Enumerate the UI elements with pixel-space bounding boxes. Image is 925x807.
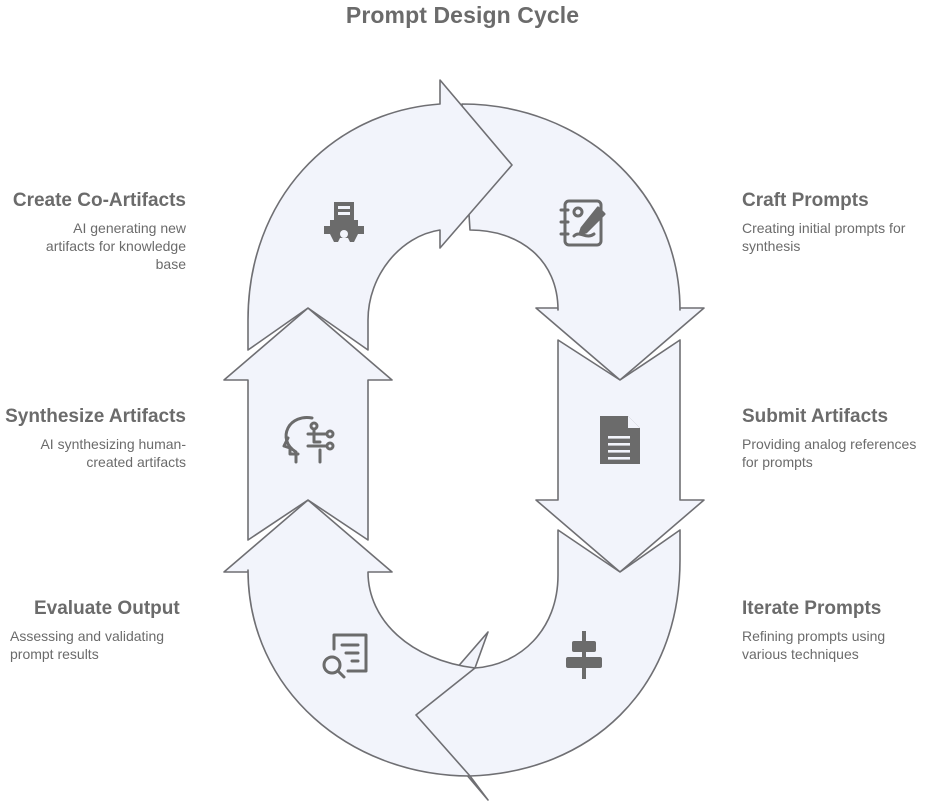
step-title: Submit Artifacts: [742, 406, 889, 427]
step-title: Evaluate Output: [34, 598, 180, 619]
align-center-icon: [566, 631, 602, 679]
document-icon: [600, 416, 640, 464]
step-description: AI synthesizing human-created artifacts: [40, 436, 186, 470]
step-title: Craft Prompts: [742, 190, 869, 211]
step-evaluate-output: Evaluate Output Assessing and validating…: [10, 597, 190, 663]
segment-top-right: [461, 103, 705, 381]
step-description: AI generating new artifacts for knowledg…: [45, 220, 186, 272]
step-synthesize-artifacts: Synthesize Artifacts AI synthesizing hum…: [0, 405, 186, 471]
step-iterate-prompts: Iterate Prompts Refining prompts using v…: [742, 597, 912, 663]
segment-bottom-left: [223, 499, 476, 777]
step-title: Iterate Prompts: [742, 598, 882, 619]
step-description: Assessing and validating prompt results: [10, 628, 165, 662]
step-description: Providing analog references for prompts: [742, 436, 917, 470]
search-document-icon: [322, 633, 368, 679]
step-submit-artifacts: Submit Artifacts Providing analog refere…: [742, 405, 925, 471]
step-create-co-artifacts: Create Co-Artifacts AI generating new ar…: [0, 189, 186, 273]
step-description: Creating initial prompts for synthesis: [742, 220, 906, 254]
segment-left-middle: [223, 307, 393, 541]
step-craft-prompts: Craft Prompts Creating initial prompts f…: [742, 189, 924, 255]
segment-bottom-right: [415, 529, 681, 801]
notebook-pen-icon: [559, 199, 606, 247]
step-title: Create Co-Artifacts: [12, 190, 186, 211]
segment-top-left: [247, 79, 513, 351]
ai-head-icon: [282, 416, 335, 464]
step-title: Synthesize Artifacts: [5, 406, 186, 427]
step-description: Refining prompts using various technique…: [742, 628, 886, 662]
diagram-title: Prompt Design Cycle: [345, 2, 580, 28]
factory-gear-icon: [324, 202, 364, 242]
